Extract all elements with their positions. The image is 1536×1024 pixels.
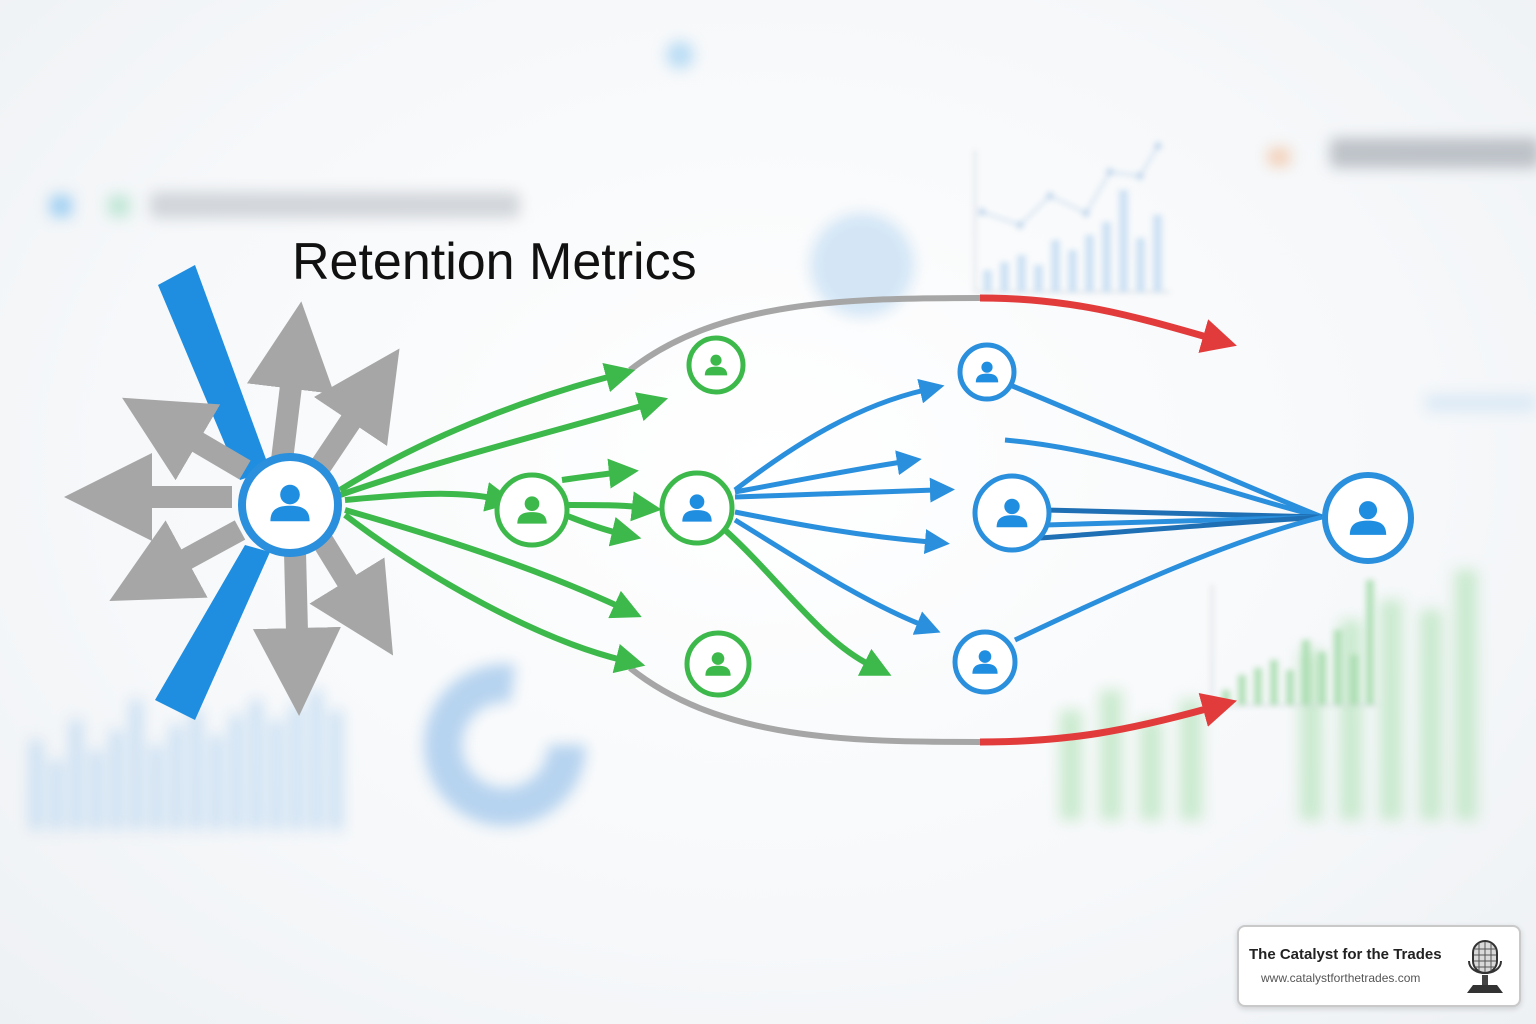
blue-beam xyxy=(158,265,270,480)
bg-bar-chart xyxy=(30,690,342,830)
top-boundary-arc xyxy=(628,295,981,373)
blue-flow xyxy=(734,509,950,555)
bg-dot-icon xyxy=(1268,148,1290,166)
outflow-arrow xyxy=(252,551,341,716)
bg-blurred-text xyxy=(1330,138,1536,168)
blue-beam xyxy=(155,545,270,720)
blue-flow xyxy=(733,378,945,492)
green-flow xyxy=(722,527,892,676)
blue-flow xyxy=(733,517,941,635)
user-node-mixed xyxy=(659,470,735,546)
bg-donut-chart xyxy=(424,664,586,826)
bg-pie-chart xyxy=(810,213,914,317)
green-flow xyxy=(344,507,642,619)
bg-dot-icon xyxy=(108,195,130,217)
user-node-blue xyxy=(952,629,1018,695)
page-title: Retention Metrics xyxy=(292,233,697,291)
blue-flow xyxy=(1009,382,1323,520)
outflow-arrow xyxy=(247,301,335,462)
bg-dot-icon xyxy=(50,195,72,217)
blue-flows xyxy=(733,378,1323,643)
outflow-arrow xyxy=(308,348,400,477)
green-flow xyxy=(564,491,662,522)
brand-url: www.catalystforthetrades.com xyxy=(1261,971,1421,985)
blue-flow xyxy=(1004,437,1323,520)
brand-name: The Catalyst for the Trades xyxy=(1249,946,1442,963)
green-flows xyxy=(338,363,892,676)
user-node-green xyxy=(684,630,752,698)
user-node-green xyxy=(494,472,570,548)
brand-card[interactable]: The Catalyst for the Trades www.catalyst… xyxy=(1237,925,1521,1007)
outflow-arrow xyxy=(309,534,394,656)
user-node-blue xyxy=(972,473,1052,553)
green-flow xyxy=(344,482,516,512)
bg-line-chart xyxy=(974,142,1170,293)
green-flow xyxy=(343,512,646,674)
blue-flow xyxy=(734,450,922,495)
source-burst xyxy=(64,265,400,720)
destination-user-node xyxy=(1322,472,1414,564)
outflow-arrow xyxy=(109,520,246,602)
bg-dot-icon xyxy=(666,41,694,69)
green-flow xyxy=(561,458,639,489)
bg-blurred-text xyxy=(1425,395,1536,411)
bg-bar-chart-green xyxy=(1060,570,1477,820)
blue-flow xyxy=(1013,514,1323,643)
source-user-node xyxy=(238,453,342,557)
bg-blurred-text xyxy=(150,192,520,218)
blue-flow xyxy=(1039,514,1323,541)
churn-arrow-bottom xyxy=(979,692,1237,746)
user-node-blue xyxy=(957,342,1017,402)
bottom-boundary-arc xyxy=(628,665,981,745)
blue-flow xyxy=(734,477,955,503)
green-flow xyxy=(338,363,636,493)
user-node-green xyxy=(686,335,746,395)
microphone-icon xyxy=(1467,940,1503,993)
green-flow xyxy=(339,392,669,498)
churn-arrow-top xyxy=(979,294,1237,353)
green-flow xyxy=(563,512,642,547)
outflow-arrow xyxy=(122,397,251,481)
